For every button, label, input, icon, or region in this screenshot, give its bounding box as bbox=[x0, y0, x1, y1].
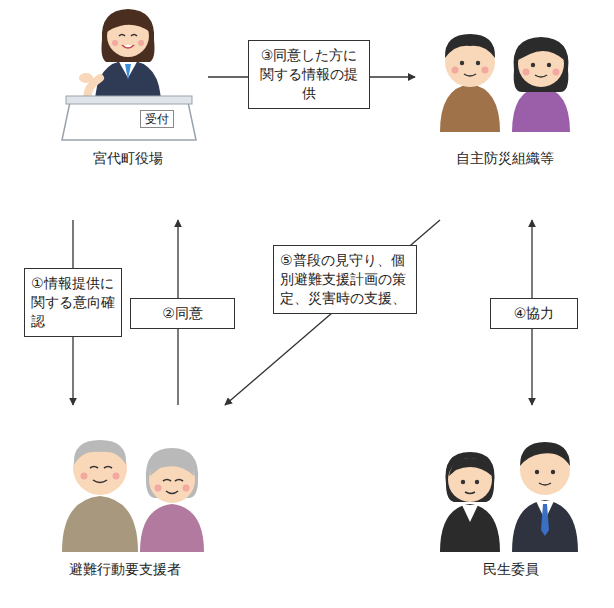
edge-label-box: ①情報提供に関する意向確認 bbox=[24, 268, 122, 337]
group-node: 自主防災組織等 bbox=[420, 15, 590, 167]
edge-label-box: ②同意 bbox=[130, 298, 235, 329]
connector-arrow bbox=[225, 220, 440, 405]
edge-label-box: ③同意した方に関する情報の提供 bbox=[248, 40, 370, 109]
receptionist-figure bbox=[62, 9, 196, 140]
person-node: 避難行動要支援者 bbox=[35, 425, 215, 578]
office-node: 宮代町役場 bbox=[60, 5, 195, 167]
party-caption: 宮代町役場 bbox=[60, 149, 195, 167]
commissioner-figure bbox=[440, 442, 578, 552]
counter-sign: 受付 bbox=[140, 110, 174, 128]
elderly-figure bbox=[62, 440, 204, 552]
party-caption: 自主防災組織等 bbox=[420, 149, 590, 167]
residents-figure bbox=[440, 34, 570, 132]
edge-label-box: ④協力 bbox=[490, 298, 578, 329]
commissioner-node: 民生委員 bbox=[428, 425, 593, 578]
party-caption: 民生委員 bbox=[428, 560, 593, 578]
edge-label-box: ⑤普段の見守り、個別避難支援計画の策定、災害時の支援、 bbox=[273, 245, 417, 314]
party-caption: 避難行動要支援者 bbox=[35, 560, 215, 578]
